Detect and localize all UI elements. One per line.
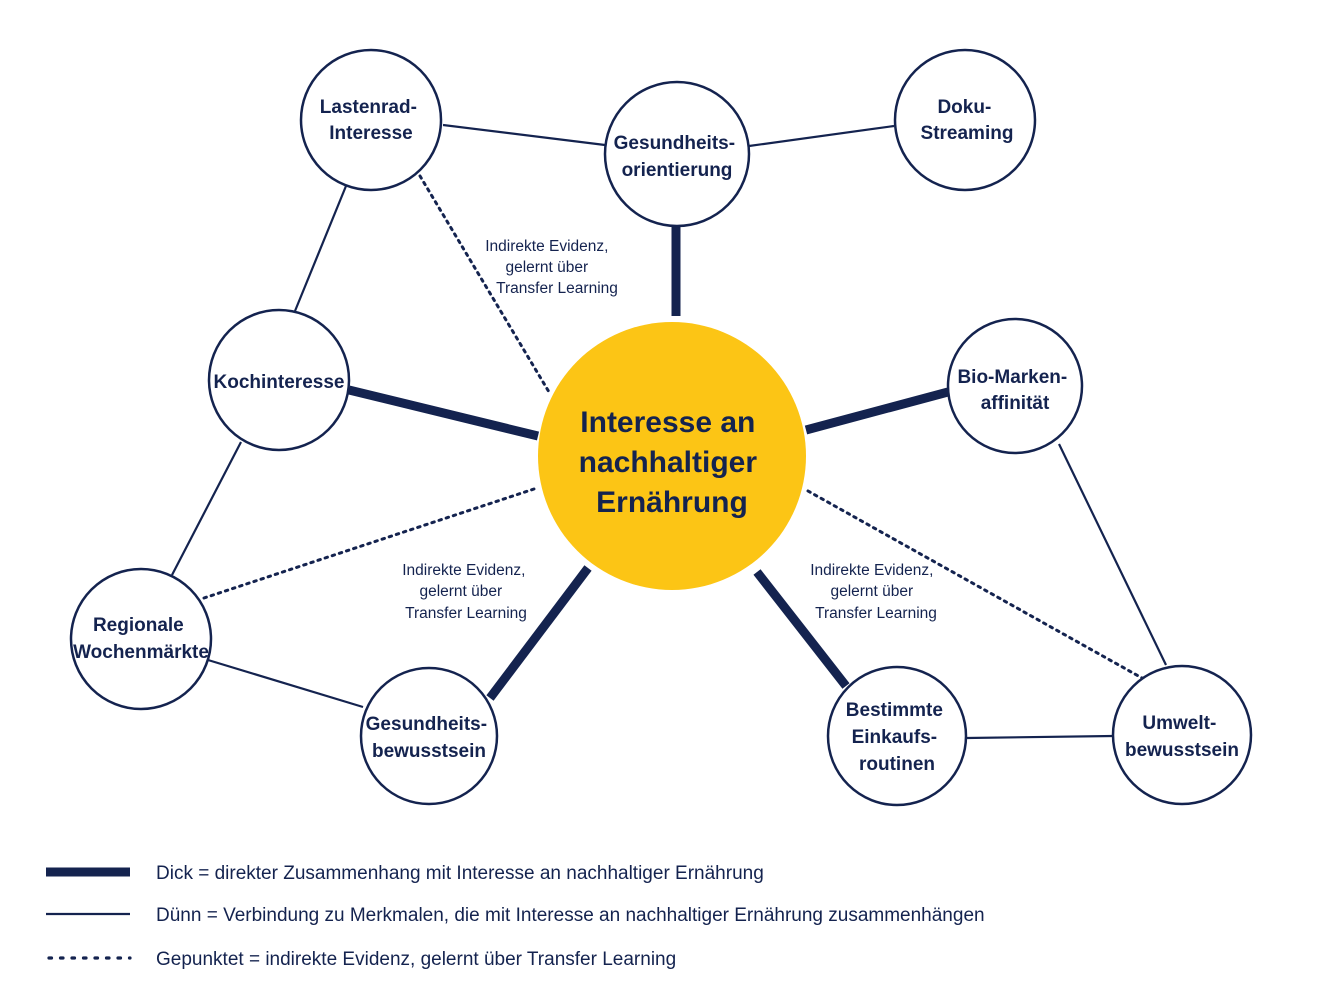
node-label: Bestimmte Einkaufs- routinen [846, 700, 948, 775]
legend-item-thick: Dick = direkter Zusammenhang mit Interes… [46, 863, 764, 884]
node-bestimmte-einkaufsroutinen: Bestimmte Einkaufs- routinen [826, 665, 968, 807]
node-umweltbewusstsein: Umwelt- bewusstsein [1111, 664, 1253, 806]
legend-text-dotted: Gepunktet = indirekte Evidenz, gelernt ü… [156, 949, 676, 970]
node-circle [299, 48, 443, 192]
legend-item-thin: Dünn = Verbindung zu Merkmalen, die mit … [46, 905, 985, 926]
node-label: Bio-Marken- affinität [957, 367, 1072, 414]
center-node: Interesse an nachhaltiger Ernährung [538, 322, 806, 590]
edge-thin-lastenrad-kochinteresse [293, 185, 348, 312]
edge-thin-bio-umwelt [1058, 443, 1167, 666]
node-label: Regionale Wochenmärkte [73, 615, 209, 663]
node-bio-markenaffinitaet: Bio-Marken- affinität [946, 317, 1084, 455]
node-circle [946, 317, 1084, 455]
edges [171, 123, 1167, 740]
edge-thin-einkauf-umwelt [966, 734, 1114, 740]
node-label: Doku- Streaming [921, 97, 1014, 144]
edge-thin-gesundheitsorientierung-doku [748, 124, 895, 148]
edge-thick-kochinteresse [347, 385, 540, 441]
edge-thin-lastenrad-gesundheitsorientierung [442, 123, 606, 147]
edge-thin-regionale-gesundheitsbewusstsein [207, 658, 364, 709]
node-circle [893, 48, 1037, 192]
nodes: Interesse an nachhaltiger Ernährung Last… [69, 48, 1253, 807]
node-gesundheitsbewusstsein: Gesundheits- bewusstsein [359, 666, 499, 806]
annotation-indirect-evidence-top: Indirekte Evidenz, gelernt über Transfer… [485, 238, 618, 297]
edge-thick-gesundheitsbewusstsein [486, 565, 592, 701]
node-label: Kochinteresse [214, 372, 345, 393]
node-kochinteresse: Kochinteresse [207, 308, 351, 452]
node-circle [826, 665, 968, 807]
node-label: Gesundheits- orientierung [614, 133, 741, 181]
legend-text-thick: Dick = direkter Zusammenhang mit Interes… [156, 863, 764, 884]
center-label: Interesse an nachhaltiger Ernährung [579, 406, 766, 519]
edge-thick-einkauf [753, 569, 850, 689]
annotation-indirect-evidence-left: Indirekte Evidenz, gelernt über Transfer… [402, 562, 530, 622]
legend-item-dotted: Gepunktet = indirekte Evidenz, gelernt ü… [47, 949, 676, 970]
annotation-indirect-evidence-right: Indirekte Evidenz, gelernt über Transfer… [810, 562, 938, 622]
node-label: Gesundheits- bewusstsein [366, 714, 493, 762]
node-label: Lastenrad- Interesse [320, 97, 422, 144]
legend: Dick = direkter Zusammenhang mit Interes… [46, 863, 985, 970]
node-circle [603, 80, 751, 228]
node-doku-streaming: Doku- Streaming [893, 48, 1037, 192]
node-gesundheitsorientierung: Gesundheits- orientierung [603, 80, 751, 228]
edge-thin-kochinteresse-regionale [171, 441, 242, 576]
edge-dotted-center-umwelt [806, 489, 1144, 680]
edge-dotted-lastenrad-center [418, 174, 551, 394]
node-circle [1111, 664, 1253, 806]
node-label: Umwelt- bewusstsein [1125, 713, 1239, 761]
edge-dotted-regionale-center [202, 486, 539, 600]
edge-thick-bio [804, 387, 950, 435]
node-circle [359, 666, 499, 806]
node-circle [207, 308, 351, 452]
node-lastenrad-interesse: Lastenrad- Interesse [299, 48, 443, 192]
node-circle [69, 567, 213, 711]
node-regionale-wochenmaerkte: Regionale Wochenmärkte [69, 567, 213, 711]
legend-text-thin: Dünn = Verbindung zu Merkmalen, die mit … [156, 905, 985, 926]
center-circle [538, 322, 806, 590]
annotations: Indirekte Evidenz, gelernt über Transfer… [402, 238, 938, 622]
